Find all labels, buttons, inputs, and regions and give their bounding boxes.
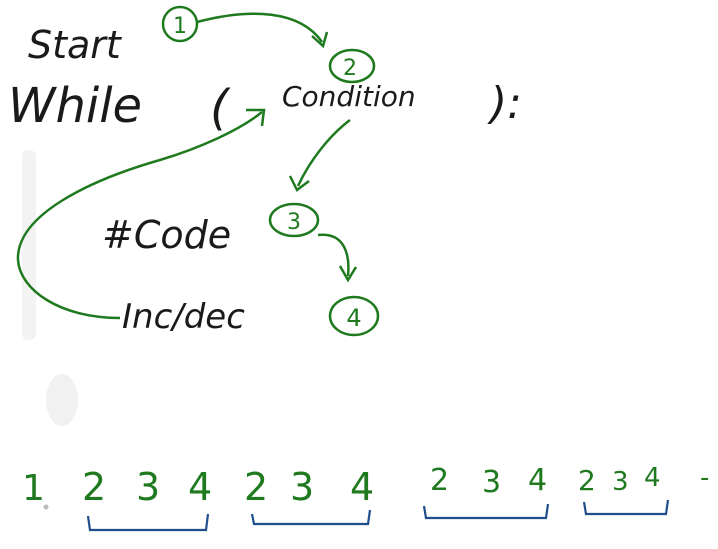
step-4-number: 4 [346, 304, 361, 332]
sequence-group-3: 2 3 4 [422, 463, 550, 520]
step-1-circle [161, 5, 199, 43]
group-bracket [422, 503, 550, 520]
sequence-dot [43, 504, 49, 510]
sequence-number: 2 [82, 465, 106, 509]
group-bracket [582, 499, 670, 516]
board-smudge [46, 374, 78, 426]
board-smudge [22, 150, 36, 340]
sequence-number: 4 [188, 465, 212, 509]
step-4-circle [328, 295, 380, 337]
open-paren: ( [210, 80, 231, 136]
sequence-group-2: 2 3 4 [244, 465, 374, 526]
sequence-trailing: - [700, 463, 709, 493]
sequence-number: 4 [350, 465, 374, 509]
sequence-number: 2 [578, 464, 596, 497]
arrowhead-loop-back [246, 108, 266, 127]
arrowhead-code [288, 175, 310, 192]
arrowhead-incdec [338, 265, 358, 283]
code-label: #Code [102, 213, 231, 257]
sequence-number: 3 [290, 465, 314, 509]
sequence-number: 4 [528, 463, 547, 498]
start-label: Start [28, 23, 123, 67]
sequence-number: 2 [430, 463, 449, 498]
sequence-start: 1 [22, 468, 45, 509]
step-3-number: 3 [287, 210, 301, 235]
arrow-code-to-incdec [317, 233, 350, 277]
step-2-number: 2 [343, 56, 357, 81]
arrowhead-condition [311, 31, 329, 49]
step-2-circle [328, 48, 376, 84]
sequence-number: 3 [612, 467, 629, 497]
group-bracket [250, 509, 372, 526]
sequence-number: 3 [136, 465, 160, 509]
step-1-number: 1 [173, 14, 187, 39]
close-paren-colon: ): [487, 78, 522, 129]
arrow-condition-to-code [296, 119, 351, 187]
sequence-number: 4 [644, 463, 661, 493]
step-3-circle [268, 202, 320, 238]
sequence-group-4: 2 3 4 [578, 463, 670, 516]
sequence-number: 2 [244, 465, 268, 509]
condition-label: Condition [282, 80, 416, 113]
arrow-start-to-condition [196, 12, 324, 43]
incdec-label: Inc/dec [122, 297, 245, 337]
arrow-loop-back [16, 111, 263, 320]
group-bracket [86, 513, 210, 532]
while-keyword: While [8, 78, 142, 134]
sequence-group-1: 2 3 4 [82, 465, 212, 532]
sequence-number: 3 [482, 465, 501, 500]
